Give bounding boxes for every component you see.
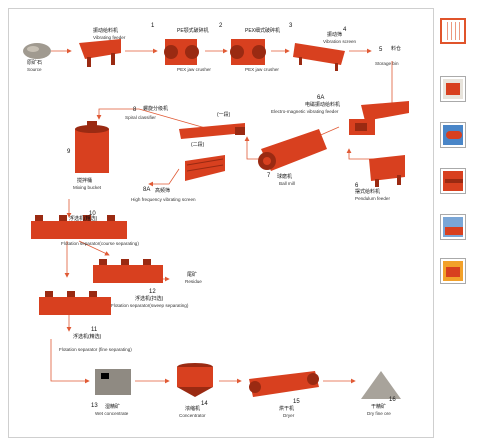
vibrating-screen [293,43,345,71]
step-8a-label-cn: 高频筛 [155,188,171,194]
high-frequency-screen [185,155,225,181]
step-2-label-en: PEX jaw crusher [177,67,211,72]
step-4-number: 4 [343,27,347,33]
step-8a-number: 8A [143,187,151,193]
step-9-label-cn: 搅拌桶 [77,178,93,184]
step-7-number: 7 [267,173,271,179]
step-6a-number: 6A [317,95,325,101]
step-10-number: 10 [89,211,96,217]
step-15-label-en: Dryer [283,413,295,418]
thumbnail-strip [436,8,496,436]
step-7-label-en: Ball mill [279,181,295,186]
pendulum-feeder [369,155,405,187]
step-13-label-en: Wet concentrate [95,411,129,416]
step-6-label-en: Pendulum feeder [355,196,390,201]
mixing-bucket [75,121,109,173]
step-14-label-cn: 浓缩机 [185,406,201,412]
ball-mill-thumbnail[interactable] [440,122,466,148]
flotation-fine [39,291,111,315]
electromagnetic-feeder [349,101,409,135]
step-12-number: 12 [149,289,156,295]
flotation-course [31,215,127,239]
rotary-dryer [249,371,319,397]
source-label-cn: 原矿石 [27,60,43,66]
step-14-number: 14 [201,401,208,407]
step-8-number: 8 [133,107,137,113]
wet-concentrate [95,369,131,395]
flowchart-thumbnail[interactable] [440,18,466,44]
process-flow-diagram [23,39,409,399]
step-11-number: 11 [91,327,98,333]
jaw-crusher [164,39,199,65]
plant-thumbnail[interactable] [440,214,466,240]
step-8-label-cn: 螺旋分级机 [143,106,169,112]
step-14-label-en: Concentrator [179,413,206,418]
step-3-label-cn: PEX细式破碎机 [245,28,281,34]
step-8-label-en: Spiral classifier [125,115,156,120]
step-15-label-cn: 烘干机 [279,406,295,412]
step-15-number: 15 [293,399,300,405]
step-9-label-en: Mixing bucket [73,185,102,190]
concentrator [177,363,213,397]
step-5-label-cn: 料仓 [391,46,402,52]
step-6a-label-en: Electro-magnetic vibrating feeder [271,109,339,114]
step-4-label-en: Vibration screen [323,39,357,44]
spiral-classifier [179,123,245,139]
step-2-label-cn: PE颚式破碎机 [177,28,209,34]
stage-1-label: (一段) [217,112,231,118]
step-13-number: 13 [91,403,98,409]
source-label-en: Source [27,67,42,72]
residue-label-en: Residue [185,279,202,284]
step-6-label-cn: 摆式给料机 [355,189,381,195]
jaw-crusher-thumbnail[interactable] [440,76,466,102]
step-6-number: 6 [355,183,359,189]
step-10-label-en: Flotation separator(course separating) [61,241,139,246]
flowchart-panel: 原矿石 Source 1 振动给料机 Vibrating feeder 2 PE… [8,8,434,438]
step-11-label-cn: 浮选机(精选) [73,334,102,340]
fine-jaw-crusher [230,39,266,65]
step-5-label-en: Storage bin [375,61,399,66]
step-1-number: 1 [151,23,155,29]
step-16-label-cn: 干精矿 [371,404,387,410]
step-16-label-en: Dry fine ore [367,411,391,416]
step-13-label-cn: 湿精矿 [105,404,121,410]
step-12-label-cn: 浮选机(扫选) [135,296,164,302]
step-6a-label-cn: 电磁振动给料机 [305,102,341,108]
step-2-number: 2 [219,23,223,29]
raw-ore-pile [23,43,51,59]
step-1-label-cn: 振动给料机 [93,28,119,34]
step-16-number: 16 [389,397,396,403]
stage-2-label: (二段) [191,142,205,148]
step-9-number: 9 [67,149,71,155]
flow-arrows [50,48,395,384]
dry-ore-pile [361,371,401,399]
residue-label-cn: 尾矿 [187,272,198,278]
step-10-label-cn: 浮选机(粗选) [69,216,98,222]
flotation-cell-thumbnail[interactable] [440,258,466,284]
ball-mill [258,129,327,171]
step-5-number: 5 [379,47,383,53]
flotation-line-thumbnail[interactable] [440,168,466,194]
vibrating-feeder [79,39,121,67]
step-12-label-en: Flotation separator(sweep separating) [111,303,189,308]
step-11-label-en: Flotation separator (fine separating) [59,347,132,352]
step-3-number: 3 [289,23,293,29]
step-4-label-cn: 振动筛 [327,32,343,38]
step-3-label-en: PEX jaw crusher [245,67,279,72]
flotation-sweep [93,259,163,283]
step-7-label-cn: 球磨机 [277,174,293,180]
step-8a-label-en: High frequency vibrating screen [131,197,196,202]
step-1-label-en: Vibrating feeder [93,35,126,40]
